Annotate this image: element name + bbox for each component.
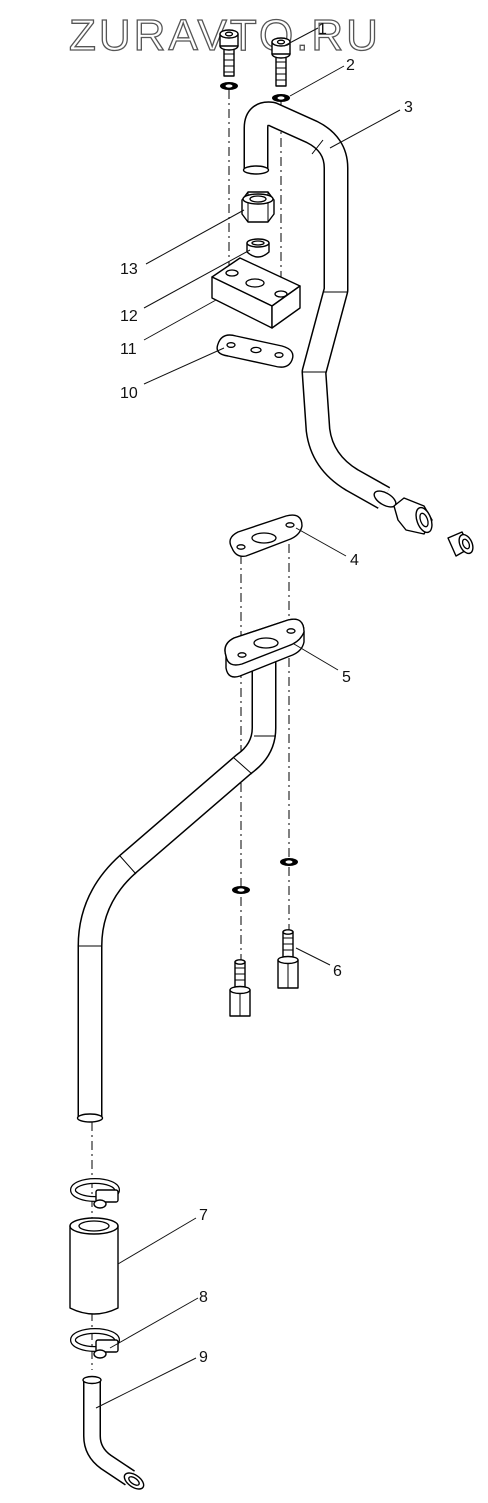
callout-2: 2 <box>346 57 355 74</box>
upper-tube-part-3 <box>242 101 397 509</box>
hose-part-7 <box>69 1217 119 1315</box>
callout-7: 7 <box>199 1207 208 1224</box>
hose-clamp-part-8 <box>70 1328 120 1359</box>
leader-lines <box>95 27 401 1409</box>
callout-8: 8 <box>199 1289 208 1306</box>
gasket-part-10 <box>216 334 294 368</box>
washer-part-2 <box>220 82 290 102</box>
callout-4: 4 <box>350 552 359 569</box>
callout-9: 9 <box>199 1349 208 1366</box>
callout-13: 13 <box>120 261 138 278</box>
callout-5: 5 <box>342 669 351 686</box>
flange-gasket-part-4 <box>229 514 303 558</box>
stud-part-6b <box>277 929 299 989</box>
stud-washers <box>232 858 298 894</box>
callout-11: 11 <box>120 341 137 358</box>
block-part-11 <box>211 257 301 329</box>
elbow-part-9 <box>82 1375 145 1490</box>
bolt-part-1b <box>271 37 291 87</box>
callout-labels: 1 2 3 4 5 6 7 8 9 10 11 12 13 <box>120 21 413 1366</box>
tube-end-nut <box>393 497 433 535</box>
callout-10: 10 <box>120 385 138 402</box>
callout-1: 1 <box>318 21 327 38</box>
union-nut-part-13 <box>241 191 275 223</box>
stud-part-6a <box>229 959 251 1017</box>
callout-6: 6 <box>333 963 342 980</box>
callout-12: 12 <box>120 308 138 325</box>
bolt-part-1a <box>219 29 239 77</box>
callout-3: 3 <box>404 99 413 116</box>
lower-tube-part-5 <box>76 618 305 1123</box>
hose-clamp-upper <box>70 1178 120 1209</box>
sleeve-part-12 <box>246 238 270 258</box>
tube-end-sleeve <box>447 531 474 557</box>
